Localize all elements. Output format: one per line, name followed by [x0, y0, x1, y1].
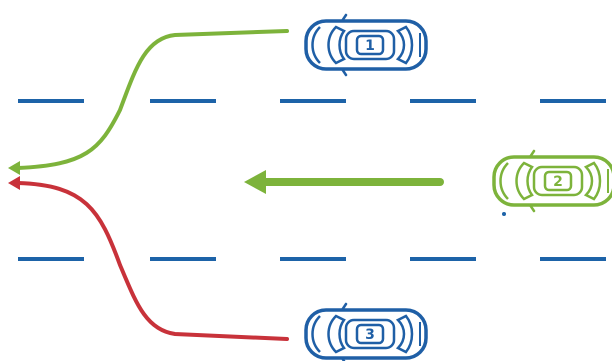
- car-mirror: [340, 67, 348, 77]
- car-mirror: [340, 356, 346, 361]
- path-car-3: [8, 176, 289, 341]
- car-number-badge: [543, 170, 573, 192]
- path-line-car-1: [16, 29, 289, 170]
- arrow-head-car-2: [244, 170, 266, 194]
- car-1: 1: [304, 13, 428, 77]
- car-number-label: 3: [365, 327, 375, 343]
- car-number-label: 2: [553, 174, 563, 190]
- car-number-badge: [355, 34, 385, 56]
- car-hood-line: [311, 315, 321, 353]
- car-number-badge: [355, 323, 385, 345]
- car-hood-line: [499, 162, 509, 200]
- path-car-1: [8, 29, 289, 175]
- car-windshield: [515, 161, 534, 201]
- car-rear-window: [395, 25, 414, 65]
- car-mirror: [528, 203, 536, 213]
- car-hood-line: [311, 26, 321, 64]
- car-roof: [344, 29, 396, 61]
- car-rear-window: [583, 161, 602, 201]
- arrow-head-car-3: [8, 176, 20, 190]
- car-mirror: [528, 149, 536, 159]
- straight-arrow-car-2: [244, 170, 444, 194]
- car-roof: [344, 318, 396, 350]
- car-2: 2: [492, 149, 612, 213]
- car-number-label: 1: [365, 38, 375, 54]
- arrow-head-car-1: [8, 161, 20, 175]
- car-3: 3: [304, 302, 428, 361]
- car-mirror: [340, 13, 348, 23]
- car-mirror: [340, 302, 348, 312]
- marker-dot: [502, 212, 506, 216]
- car-windshield: [327, 25, 346, 65]
- path-line-car-3: [16, 181, 289, 341]
- car-windshield: [327, 314, 346, 354]
- car-roof: [532, 165, 584, 197]
- car-rear-window: [395, 314, 414, 354]
